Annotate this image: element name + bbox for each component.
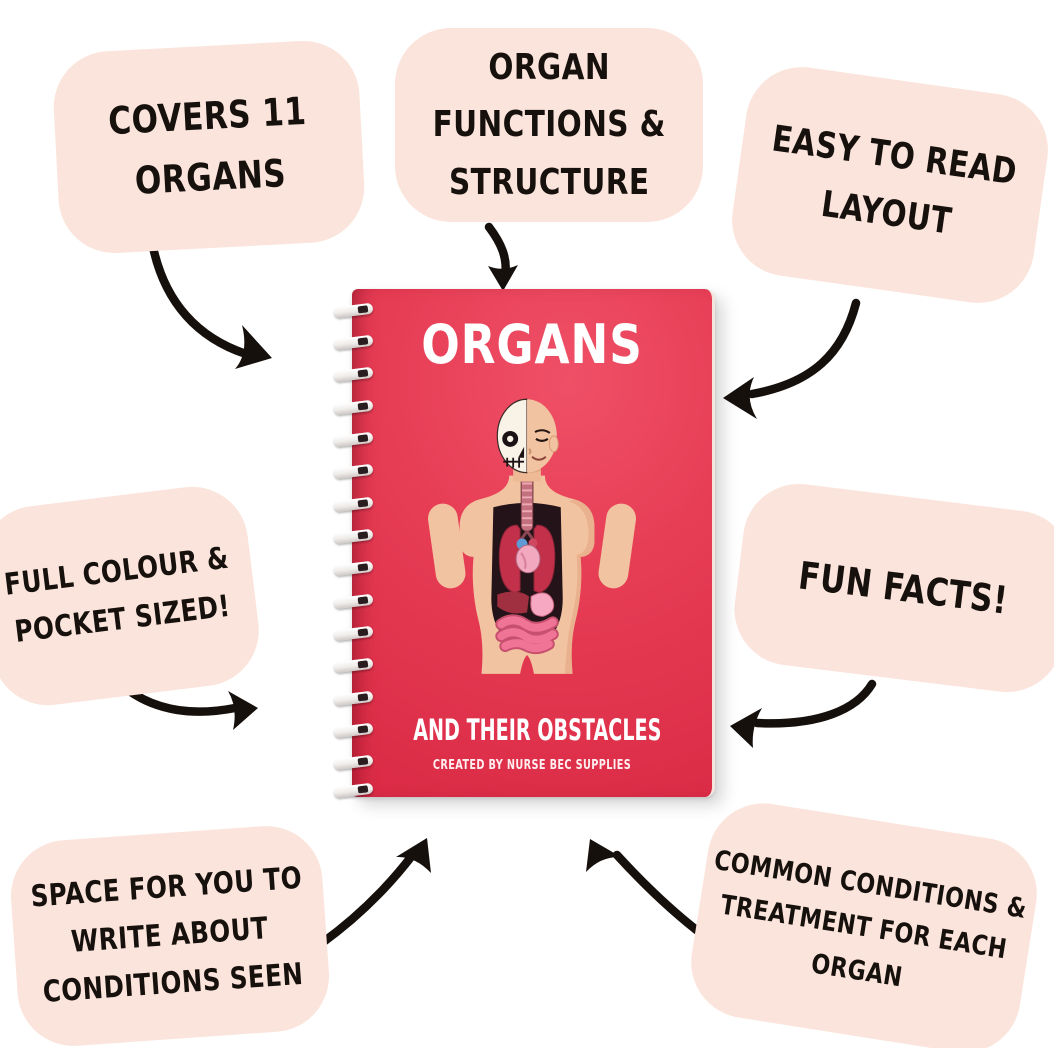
left-arm (428, 503, 466, 589)
face-eye (535, 437, 549, 442)
skull-teeth (503, 457, 525, 468)
spiral-coil (333, 782, 374, 799)
spiral-coil (333, 431, 374, 448)
callout-fun-facts: FUN FACTS! (728, 477, 1054, 699)
eyebrow (534, 429, 551, 434)
anatomy-illustration (428, 398, 636, 674)
spiral-coil (333, 657, 374, 674)
curved-arrow-organ-functions (484, 222, 518, 291)
intestines (495, 614, 559, 655)
stomach (530, 592, 555, 617)
heart (515, 538, 541, 574)
smile (531, 455, 547, 461)
spiral-coil (333, 366, 374, 383)
head (496, 398, 559, 474)
spiral-coil (333, 722, 374, 739)
right-arm (598, 503, 636, 589)
notebook-cover: ORGANS (333, 289, 715, 799)
callout-text: FULL COLOUR & POCKET SIZED! (2, 540, 233, 650)
callout-text: EASY TO READ LAYOUT (769, 118, 1019, 243)
spiral-coil (333, 496, 374, 513)
liver (497, 591, 530, 614)
torso-shading (564, 499, 595, 674)
callout-easy-to-read: EASY TO READ LAYOUT (724, 59, 1054, 311)
curved-arrow-common-conditions (586, 839, 716, 946)
curved-arrow-easy-to-read (723, 298, 861, 419)
book-title: ORGANS (421, 313, 643, 376)
callout-organ-functions: ORGAN FUNCTIONS & STRUCTURE (395, 28, 703, 222)
spiral-coil (333, 334, 374, 351)
spiral-coil (333, 528, 374, 545)
right-lung (533, 524, 556, 594)
spiral-coil (333, 593, 374, 610)
callout-text: SPACE FOR YOU TO WRITE ABOUT CONDITIONS … (29, 860, 305, 1010)
callout-space-to-write: SPACE FOR YOU TO WRITE ABOUT CONDITIONS … (7, 822, 333, 1048)
ear (548, 435, 559, 453)
book-subtitle: AND THEIR OBSTACLES (413, 713, 662, 747)
spiral-coil (333, 560, 374, 577)
spiral-coil (333, 625, 374, 642)
callout-full-colour: FULL COLOUR & POCKET SIZED! (0, 480, 266, 712)
curved-arrow-space-to-write (317, 838, 431, 948)
spiral-coil (333, 754, 374, 771)
nose-hint (528, 448, 532, 455)
curved-arrow-fun-facts (730, 679, 877, 748)
book-credit: CREATED BY NURSE BEC SUPPLIES (432, 757, 632, 773)
callout-covers-11-organs: COVERS 11 ORGANS (50, 38, 368, 256)
face-half (527, 399, 557, 473)
curved-arrow-covers-11-organs (148, 242, 272, 369)
callout-text: ORGAN FUNCTIONS & STRUCTURE (432, 46, 666, 203)
spiral-coil (333, 690, 374, 707)
callout-text: COVERS 11 ORGANS (107, 89, 308, 203)
curved-arrow-full-colour (123, 685, 258, 730)
spiral-coil (333, 399, 374, 416)
spiral-coil (333, 302, 374, 319)
callout-text: FUN FACTS! (796, 552, 1011, 623)
spiral-coil (333, 463, 374, 480)
callout-text: COMMON CONDITIONS & TREATMENT FOR EACH O… (712, 845, 1030, 994)
callout-common-conditions: COMMON CONDITIONS & TREATMENT FOR EACH O… (683, 795, 1045, 1048)
